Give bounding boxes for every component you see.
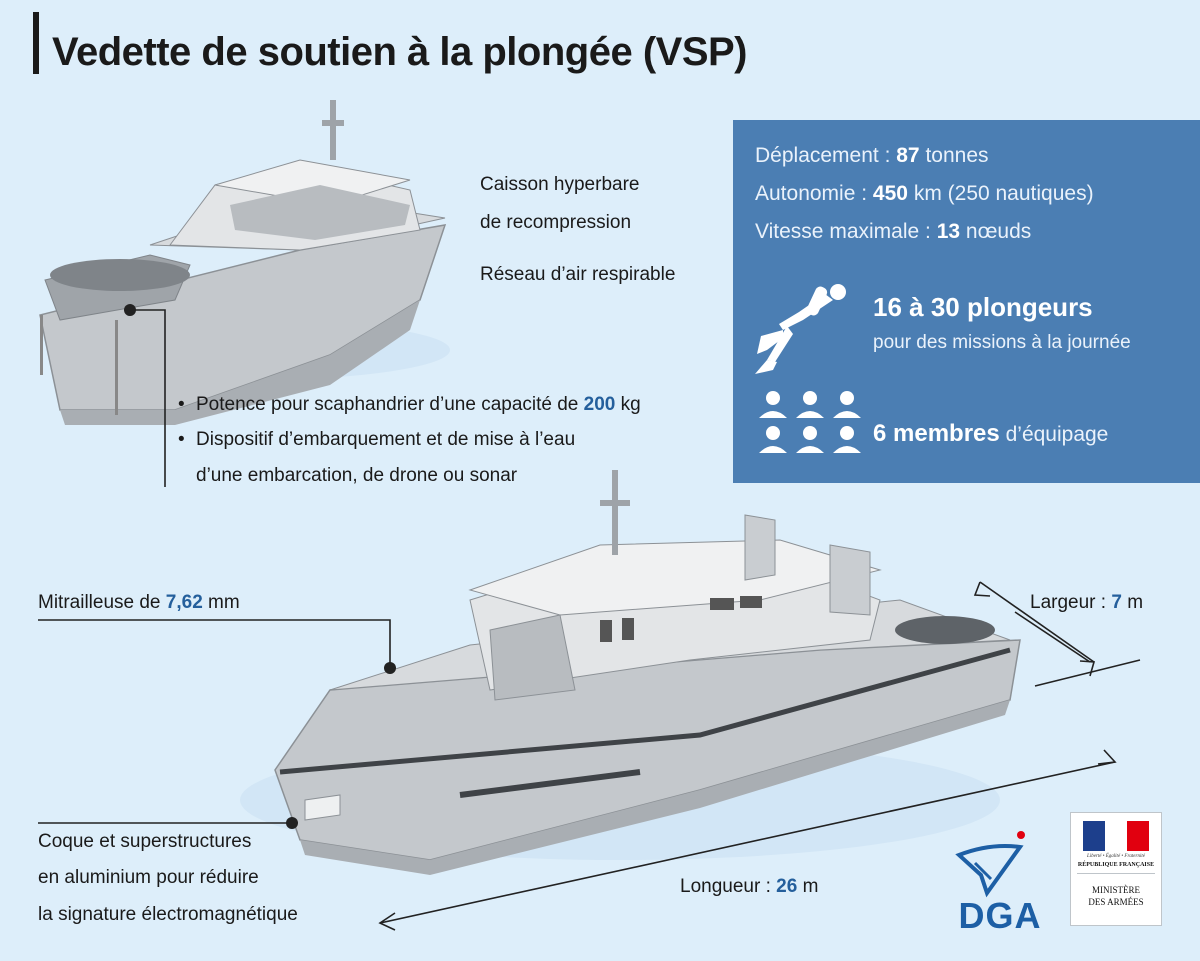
ministere-line1: MINISTÈRE bbox=[1092, 885, 1140, 895]
marianne-motto: Liberté • Égalité • Fraternité bbox=[1087, 854, 1145, 859]
marianne-flag bbox=[1083, 821, 1149, 851]
boat-bottom-illustration bbox=[240, 470, 1021, 875]
title-accent-bar bbox=[33, 12, 39, 74]
dga-emblem bbox=[955, 831, 1025, 898]
potence-label: Potence pour scaphandrier d’une capacité… bbox=[178, 393, 641, 418]
largeur-label: Largeur : 7 m bbox=[1030, 592, 1144, 613]
dga-text: DGA bbox=[958, 895, 1042, 936]
page-title: Vedette de soutien à la plongée (VSP) bbox=[52, 30, 748, 74]
boat-top-illustration bbox=[39, 100, 450, 425]
dga-logo: DGA bbox=[945, 825, 1055, 936]
spec-plongeurs-sub: pour des missions à la journée bbox=[873, 332, 1131, 353]
callout-dots bbox=[124, 304, 396, 829]
reseau-label: Réseau d’air respirable bbox=[480, 264, 676, 285]
coque-label-line3: la signature électromagnétique bbox=[38, 904, 298, 925]
longueur-label: Longueur : 26 m bbox=[680, 876, 819, 897]
crew-icon bbox=[759, 391, 861, 453]
caisson-label-line1: Caisson hyperbare bbox=[480, 174, 640, 195]
ministere-logo: Liberté • Égalité • Fraternité RÉPUBLIQU… bbox=[1070, 812, 1162, 926]
spec-vitesse: Vitesse maximale : 13 nœuds bbox=[755, 220, 1032, 243]
mitrailleuse-label: Mitrailleuse de 7,62 mm bbox=[38, 592, 240, 613]
spec-deplacement: Déplacement : 87 tonnes bbox=[755, 144, 989, 167]
spec-autonomie: Autonomie : 450 km (250 nautiques) bbox=[755, 182, 1094, 205]
spec-equipage: 6 membres d’équipage bbox=[873, 420, 1109, 447]
marianne-republique: RÉPUBLIQUE FRANÇAISE bbox=[1077, 862, 1155, 868]
dispositif-label-line1: Dispositif d’embarquement et de mise à l… bbox=[178, 428, 575, 453]
spec-plongeurs: 16 à 30 plongeurs bbox=[873, 292, 1093, 322]
diver-icon bbox=[755, 284, 846, 374]
coque-label-line2: en aluminium pour réduire bbox=[38, 867, 259, 888]
leader-lines bbox=[38, 309, 1141, 924]
ministere-line2: DES ARMÉES bbox=[1088, 897, 1144, 907]
width-dimension-line bbox=[979, 581, 1095, 663]
coque-label-line1: Coque et superstructures bbox=[38, 831, 252, 852]
spec-panel: Déplacement : 87 tonnes Autonomie : 450 … bbox=[733, 120, 1200, 483]
caisson-label-line2: de recompression bbox=[480, 212, 632, 233]
dispositif-label-line2: d’une embarcation, de drone ou sonar bbox=[196, 465, 518, 486]
